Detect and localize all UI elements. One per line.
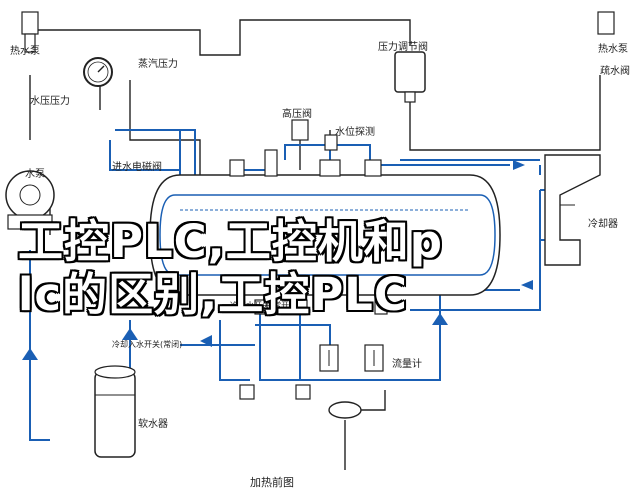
label-heat-pump-right: 热水泵	[598, 44, 628, 55]
label-pressure-valve: 压力调节阀	[378, 42, 428, 53]
diagram-caption: 加热前图	[250, 476, 294, 489]
label-pump: 水泵	[25, 169, 45, 180]
label-high-valve: 高压阀	[282, 109, 312, 120]
label-heat-pump: 热水泵	[10, 46, 40, 57]
pump-icon	[5, 170, 55, 230]
softener-icon	[94, 365, 136, 458]
label-flowmeter: 流量计	[392, 359, 422, 370]
label-inlet-switch: 冷却入水开关(常闭)	[112, 340, 183, 349]
label-cooler: 冷却器	[588, 219, 618, 230]
label-steam-trap: 疏水阀	[600, 66, 630, 77]
steam-gauge-icon	[83, 57, 113, 87]
overlay-title-line-2: lc的区别,工控PLC	[18, 268, 408, 321]
bottom-valve-icon	[239, 384, 362, 419]
label-water-gauge: 水压压力	[30, 96, 70, 107]
flow-arrows	[22, 160, 533, 360]
main-tank	[149, 149, 501, 315]
label-steam-gauge: 蒸汽压力	[138, 59, 178, 70]
label-inlet-valve: 进水电磁阀	[112, 162, 162, 173]
overlay-title-line-1: 工控PLC,工控机和p	[18, 215, 443, 268]
label-softener: 软水器	[138, 419, 168, 430]
high-valve-icon	[291, 119, 338, 151]
label-water-probe: 水位探测	[335, 127, 375, 138]
cooler-icon	[544, 154, 601, 266]
label-outlet-valve: 冷却水开关(常开)	[230, 301, 293, 310]
flowmeter-icon	[319, 344, 384, 372]
heat-pump-icon	[21, 11, 615, 53]
pressure-valve-icon	[394, 51, 426, 103]
